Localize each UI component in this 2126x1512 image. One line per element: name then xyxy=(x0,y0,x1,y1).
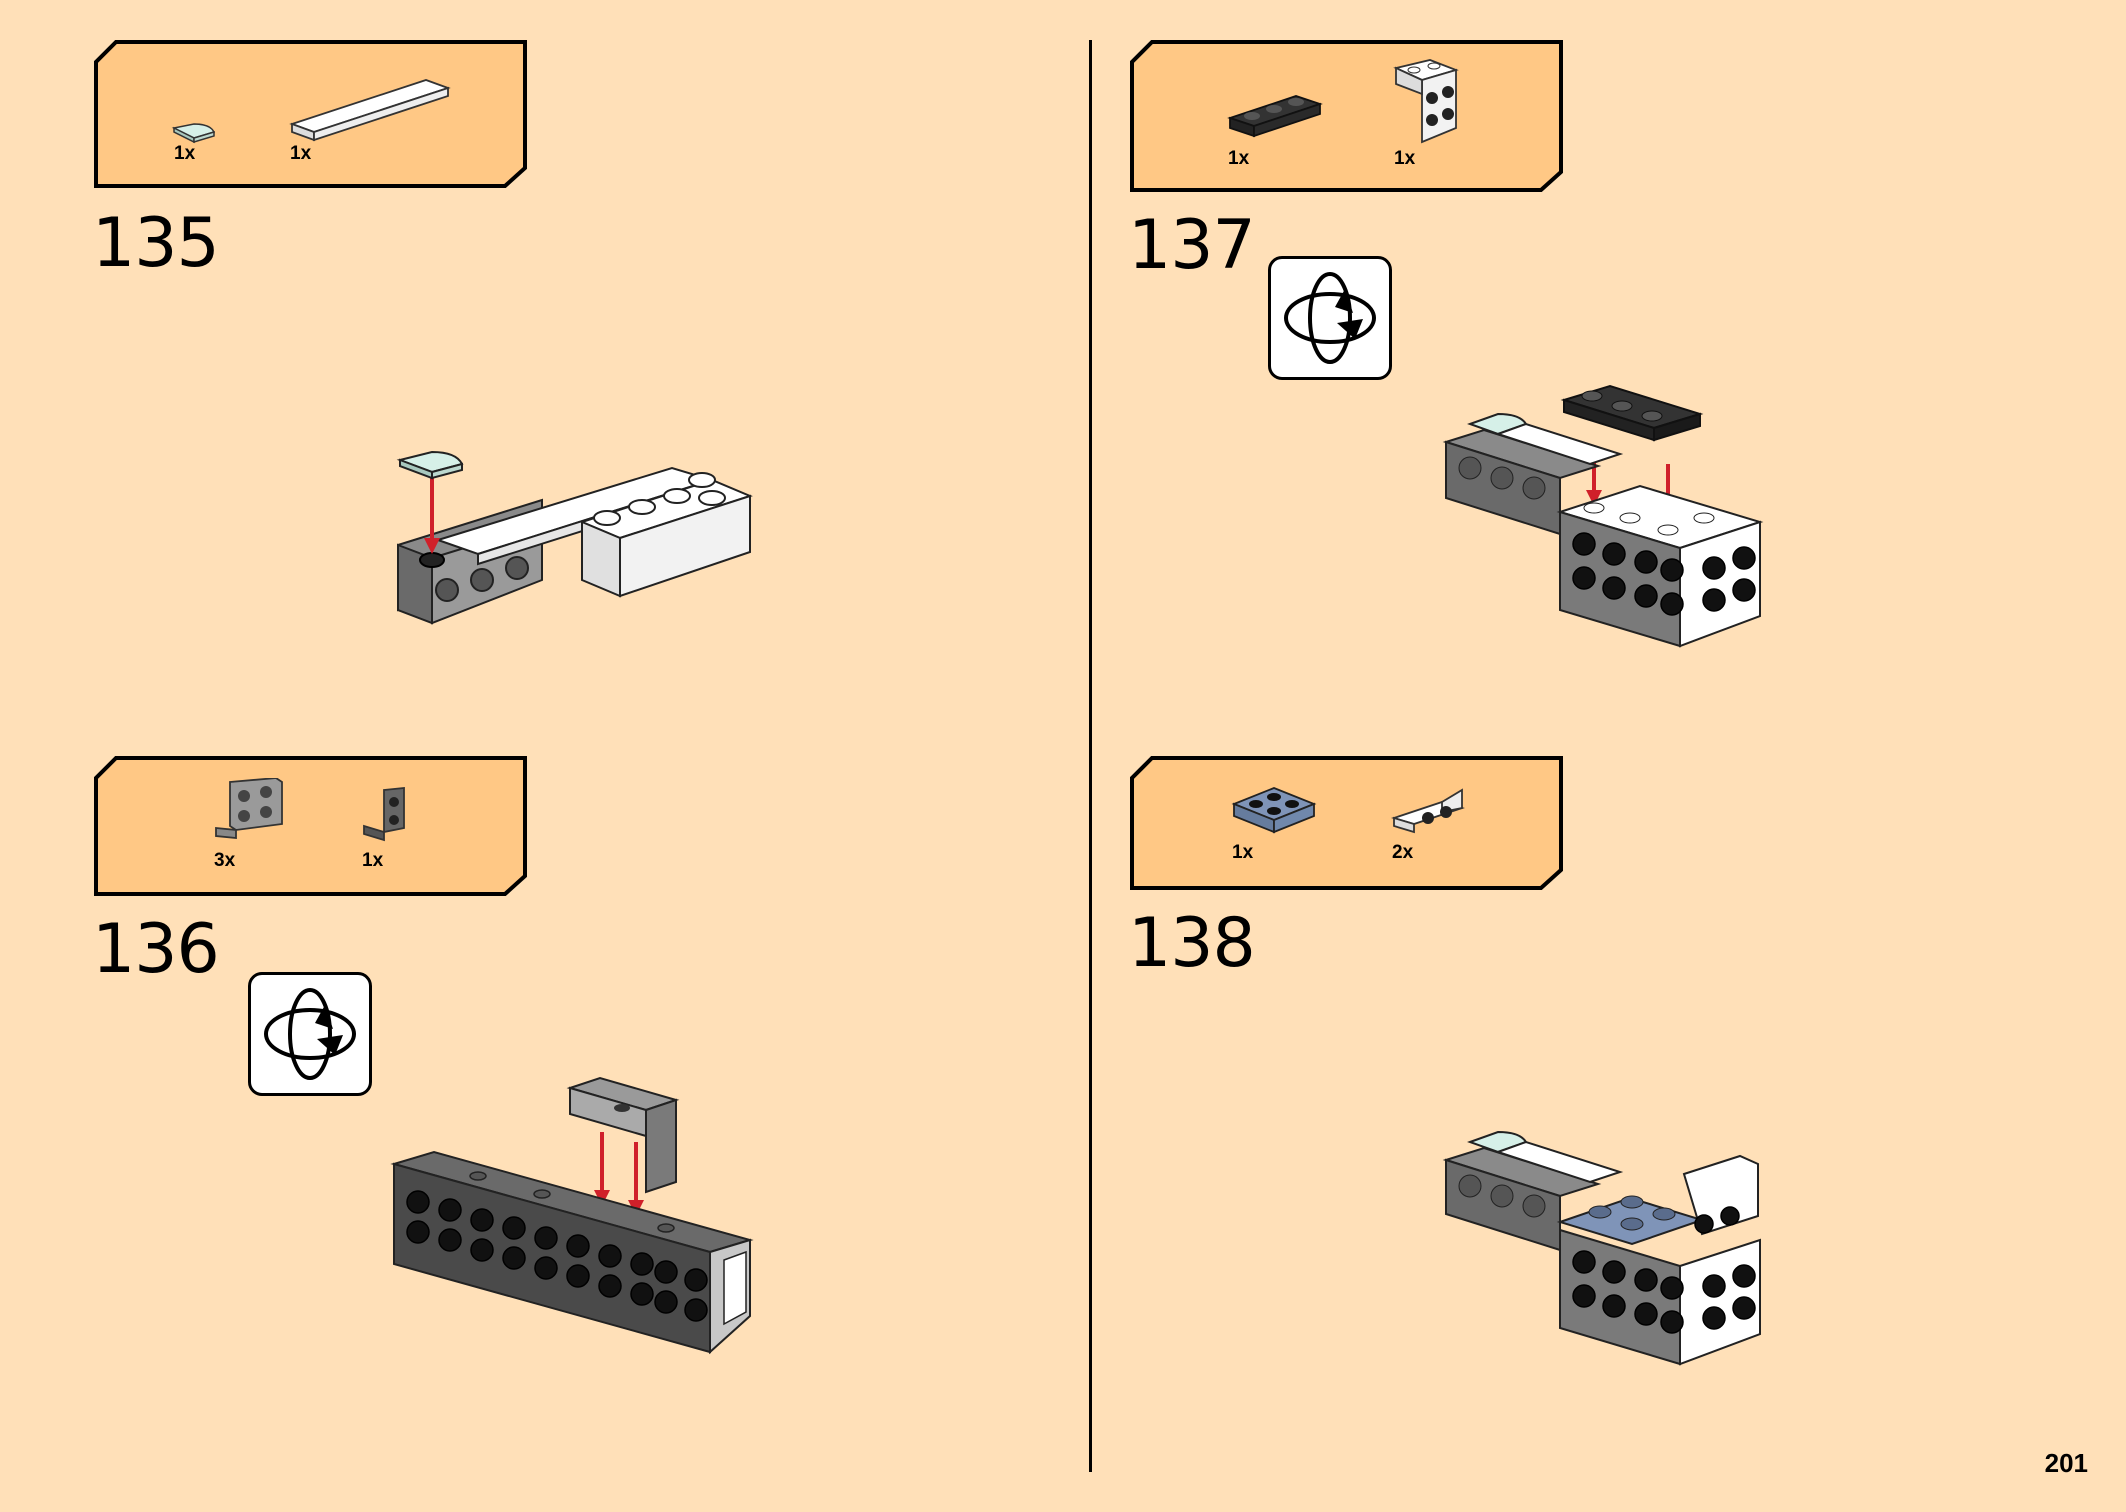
step-number: 138 xyxy=(1128,904,1256,983)
rotate-model-icon xyxy=(248,972,372,1096)
build-model-135 xyxy=(396,450,753,625)
black-plate-1x3-part xyxy=(1227,95,1323,138)
part-qty: 2x xyxy=(1392,842,1414,863)
rotate-model-icon xyxy=(1268,256,1392,380)
parts-callout: 1x 2x xyxy=(1130,756,1564,890)
part-qty: 1x xyxy=(1394,148,1416,169)
build-model-138 xyxy=(1442,1130,1761,1366)
dark-gray-bracket-part xyxy=(363,787,405,842)
build-model-136 xyxy=(390,1076,754,1355)
step-number: 136 xyxy=(92,910,220,989)
white-bracket-2x2-part xyxy=(1393,59,1459,144)
page-number: 201 xyxy=(2044,1448,2088,1478)
page-divider xyxy=(1089,40,1092,1472)
part-qty: 1x xyxy=(174,143,196,164)
parts-callout: 1x 1x xyxy=(1130,40,1564,192)
part-qty: 1x xyxy=(1228,148,1250,169)
step-number: 137 xyxy=(1128,206,1256,285)
part-qty: 3x xyxy=(214,850,236,871)
build-model-137 xyxy=(1442,384,1764,648)
gray-bracket-part xyxy=(215,778,283,839)
parts-callout: 3x 1x xyxy=(94,756,528,896)
part-qty: 1x xyxy=(362,850,384,871)
step-number: 135 xyxy=(92,204,220,283)
mint-quarter-tile-part xyxy=(171,123,216,144)
part-qty: 1x xyxy=(1232,842,1254,863)
sand-blue-plate-2x2-part xyxy=(1231,787,1317,834)
white-long-tile-part xyxy=(289,79,451,142)
white-bracket-1x2-part xyxy=(1391,788,1465,834)
parts-callout: 1x 1x xyxy=(94,40,528,188)
part-qty: 1x xyxy=(290,143,312,164)
